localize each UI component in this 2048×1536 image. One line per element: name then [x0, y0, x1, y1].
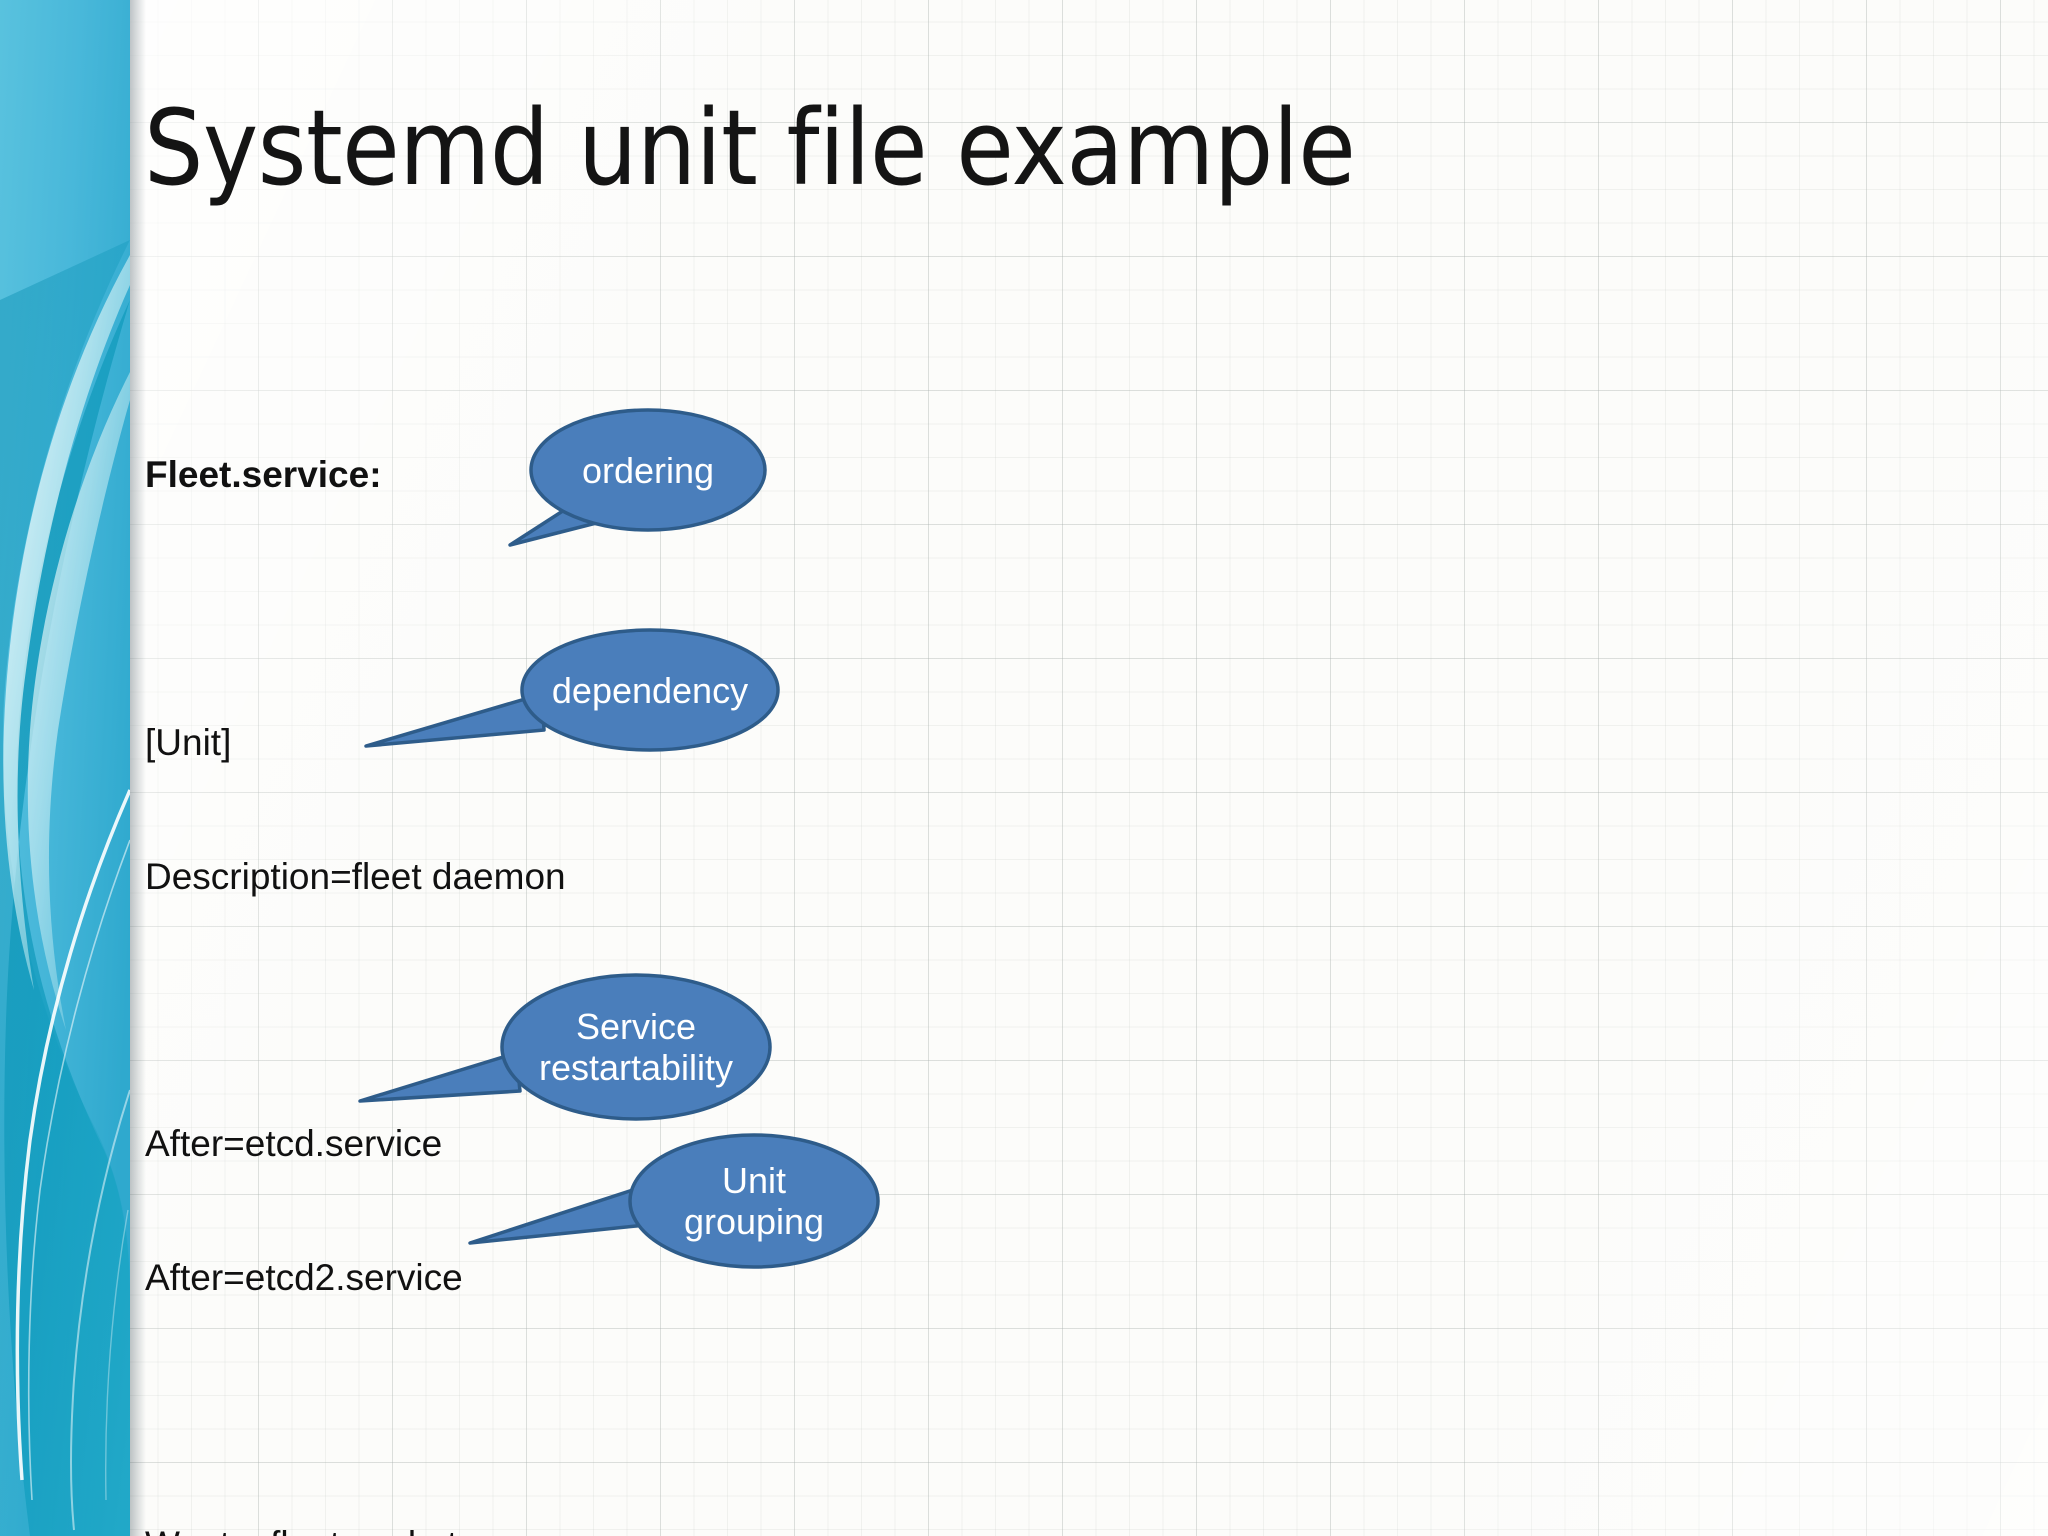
unit-file-text-block: Fleet.service: [Unit] Description=fleet … — [145, 364, 1045, 1536]
callout-unit-grouping-shape — [468, 1133, 880, 1269]
callout-ordering-shape — [508, 408, 767, 547]
unit-line-blank — [145, 1390, 1045, 1435]
callout-dependency[interactable]: dependency — [330, 610, 790, 790]
callout-service-restartability-shape — [358, 973, 772, 1121]
body-heading: Fleet.service: — [145, 454, 382, 496]
callout-dependency-shape — [364, 628, 780, 752]
slide-sidebar-decoration — [0, 0, 130, 1536]
callout-unit-grouping[interactable]: Unit grouping — [430, 1105, 930, 1305]
callout-ordering[interactable]: ordering — [470, 395, 770, 615]
unit-line: After=etcd.service — [145, 1123, 443, 1165]
unit-line: Description=fleet daemon — [145, 855, 566, 897]
unit-line: After=etcd2.service — [145, 1256, 463, 1298]
unit-line: Wants=fleet.socket — [145, 1523, 1045, 1536]
sidebar-swirl-graphic — [0, 0, 130, 1536]
page-title: Systemd unit file example — [144, 87, 1356, 209]
unit-line: [Unit] — [145, 721, 232, 763]
